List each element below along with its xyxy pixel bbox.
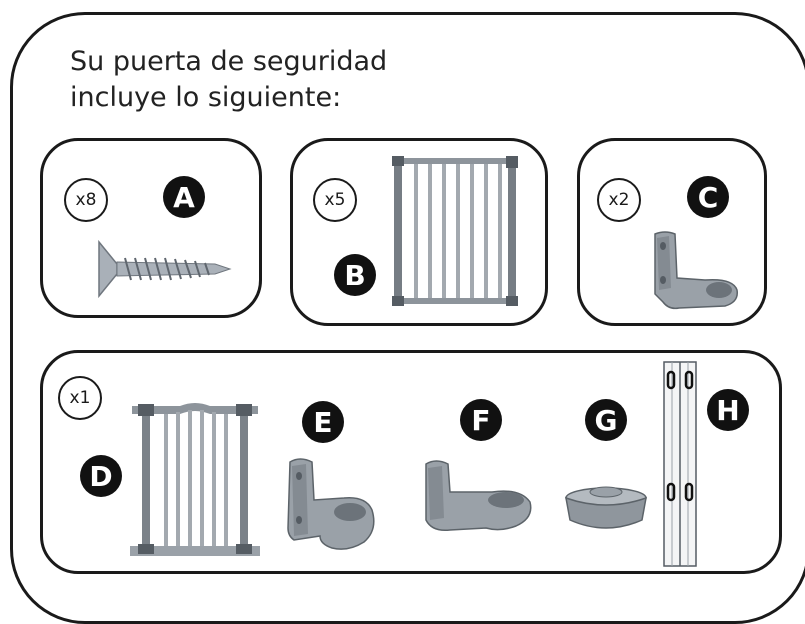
wall-bracket-icon <box>654 231 738 310</box>
letter-badge-a: A <box>163 176 205 218</box>
part-box-d-h <box>40 350 782 574</box>
part-box-a <box>40 138 262 318</box>
letter-badge-d: D <box>80 455 122 497</box>
part-box-c <box>577 138 767 326</box>
hinge-bracket-icon <box>425 460 532 532</box>
letter-badge-f: F <box>460 399 502 441</box>
screw-icon <box>98 239 232 299</box>
quantity-badge-b: x5 <box>313 178 357 222</box>
gate-frame-icon <box>130 403 260 556</box>
letter-badge-h: H <box>707 389 749 431</box>
title-line-1: Su puerta de seguridad <box>70 46 388 77</box>
title-line-2: incluye lo siguiente: <box>70 82 342 113</box>
cup-icon <box>565 486 647 529</box>
extension-panel-icon <box>392 156 518 306</box>
quantity-badge-d: x1 <box>58 376 102 420</box>
letter-badge-e: E <box>302 401 344 443</box>
page-title: Su puerta de seguridad incluye lo siguie… <box>70 44 387 116</box>
letter-badge-b: B <box>334 254 376 296</box>
quantity-badge-a: x8 <box>64 178 108 222</box>
part-box-b <box>290 138 548 326</box>
letter-badge-g: G <box>585 399 627 441</box>
quantity-badge-c: x2 <box>597 178 641 222</box>
letter-badge-c: C <box>687 176 729 218</box>
hinge-bracket-icon <box>287 458 375 550</box>
posts-icon <box>663 361 697 567</box>
